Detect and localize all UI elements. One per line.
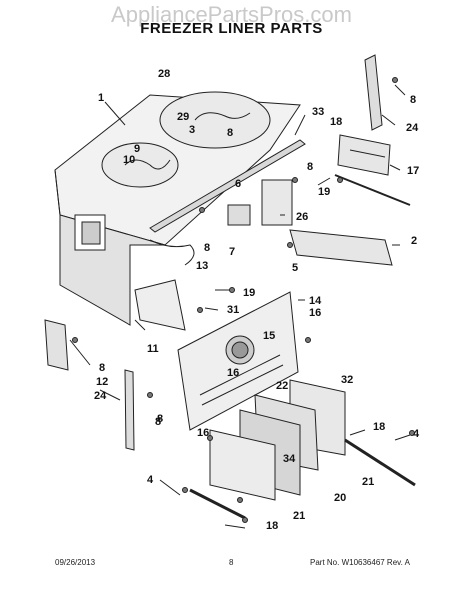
callout: 16 [197,427,210,439]
callout: 17 [407,165,420,177]
callout: 4 [147,474,154,486]
callout: 8 [155,416,162,428]
freezer-liner-box [54,91,301,326]
callout: 16 [309,307,322,319]
page-title: FREEZER LINER PARTS [140,20,323,37]
footer-page: 8 [229,558,234,567]
callout: 21 [362,476,375,488]
callout: 9 [134,143,141,155]
callout: 10 [123,154,136,166]
callout: 5 [292,262,299,274]
callout: 18 [266,520,279,532]
footer-date: 09/26/2013 [55,558,96,567]
callout: 2 [411,235,418,247]
callout: 29 [177,111,190,123]
callout: 8 [410,94,417,106]
footer-part-no: Part No. W10636467 Rev. A [310,558,410,567]
callout: 26 [296,211,309,223]
callout: 8 [99,362,106,374]
callout: 8 [307,161,314,173]
callout: 33 [312,106,325,118]
callout: 3 [189,124,196,136]
callout: 4 [413,428,420,440]
callout: 20 [334,492,347,504]
callout: 19 [243,287,256,299]
callout: 8 [227,127,234,139]
callout: 34 [283,453,296,465]
watermark: AppliancePartsPros.com [111,2,352,27]
callout: 8 [204,242,211,254]
callout: 22 [276,380,289,392]
callout: 18 [330,116,343,128]
callout: 12 [96,376,109,388]
side-rail [289,229,393,266]
callout: 21 [293,510,306,522]
evaporator-cover [177,291,299,431]
callout: 13 [196,260,209,272]
callout: 7 [229,246,236,258]
drain-trough [149,139,306,233]
callout: 18 [373,421,386,433]
callout: 14 [309,295,322,307]
hinge-bracket [337,134,391,176]
callout: 1 [98,92,105,104]
callout: 6 [235,178,242,190]
callout: 8 [157,413,164,425]
callout: 32 [341,374,354,386]
callout: 31 [227,304,240,316]
callout: 19 [318,186,331,198]
callout: 11 [147,343,159,355]
callout: 16 [227,367,240,379]
bracket-top-right [364,54,383,131]
callout: 24 [94,390,107,402]
callout: 15 [263,330,276,342]
callout: 24 [406,122,419,134]
callout: 28 [158,68,171,80]
